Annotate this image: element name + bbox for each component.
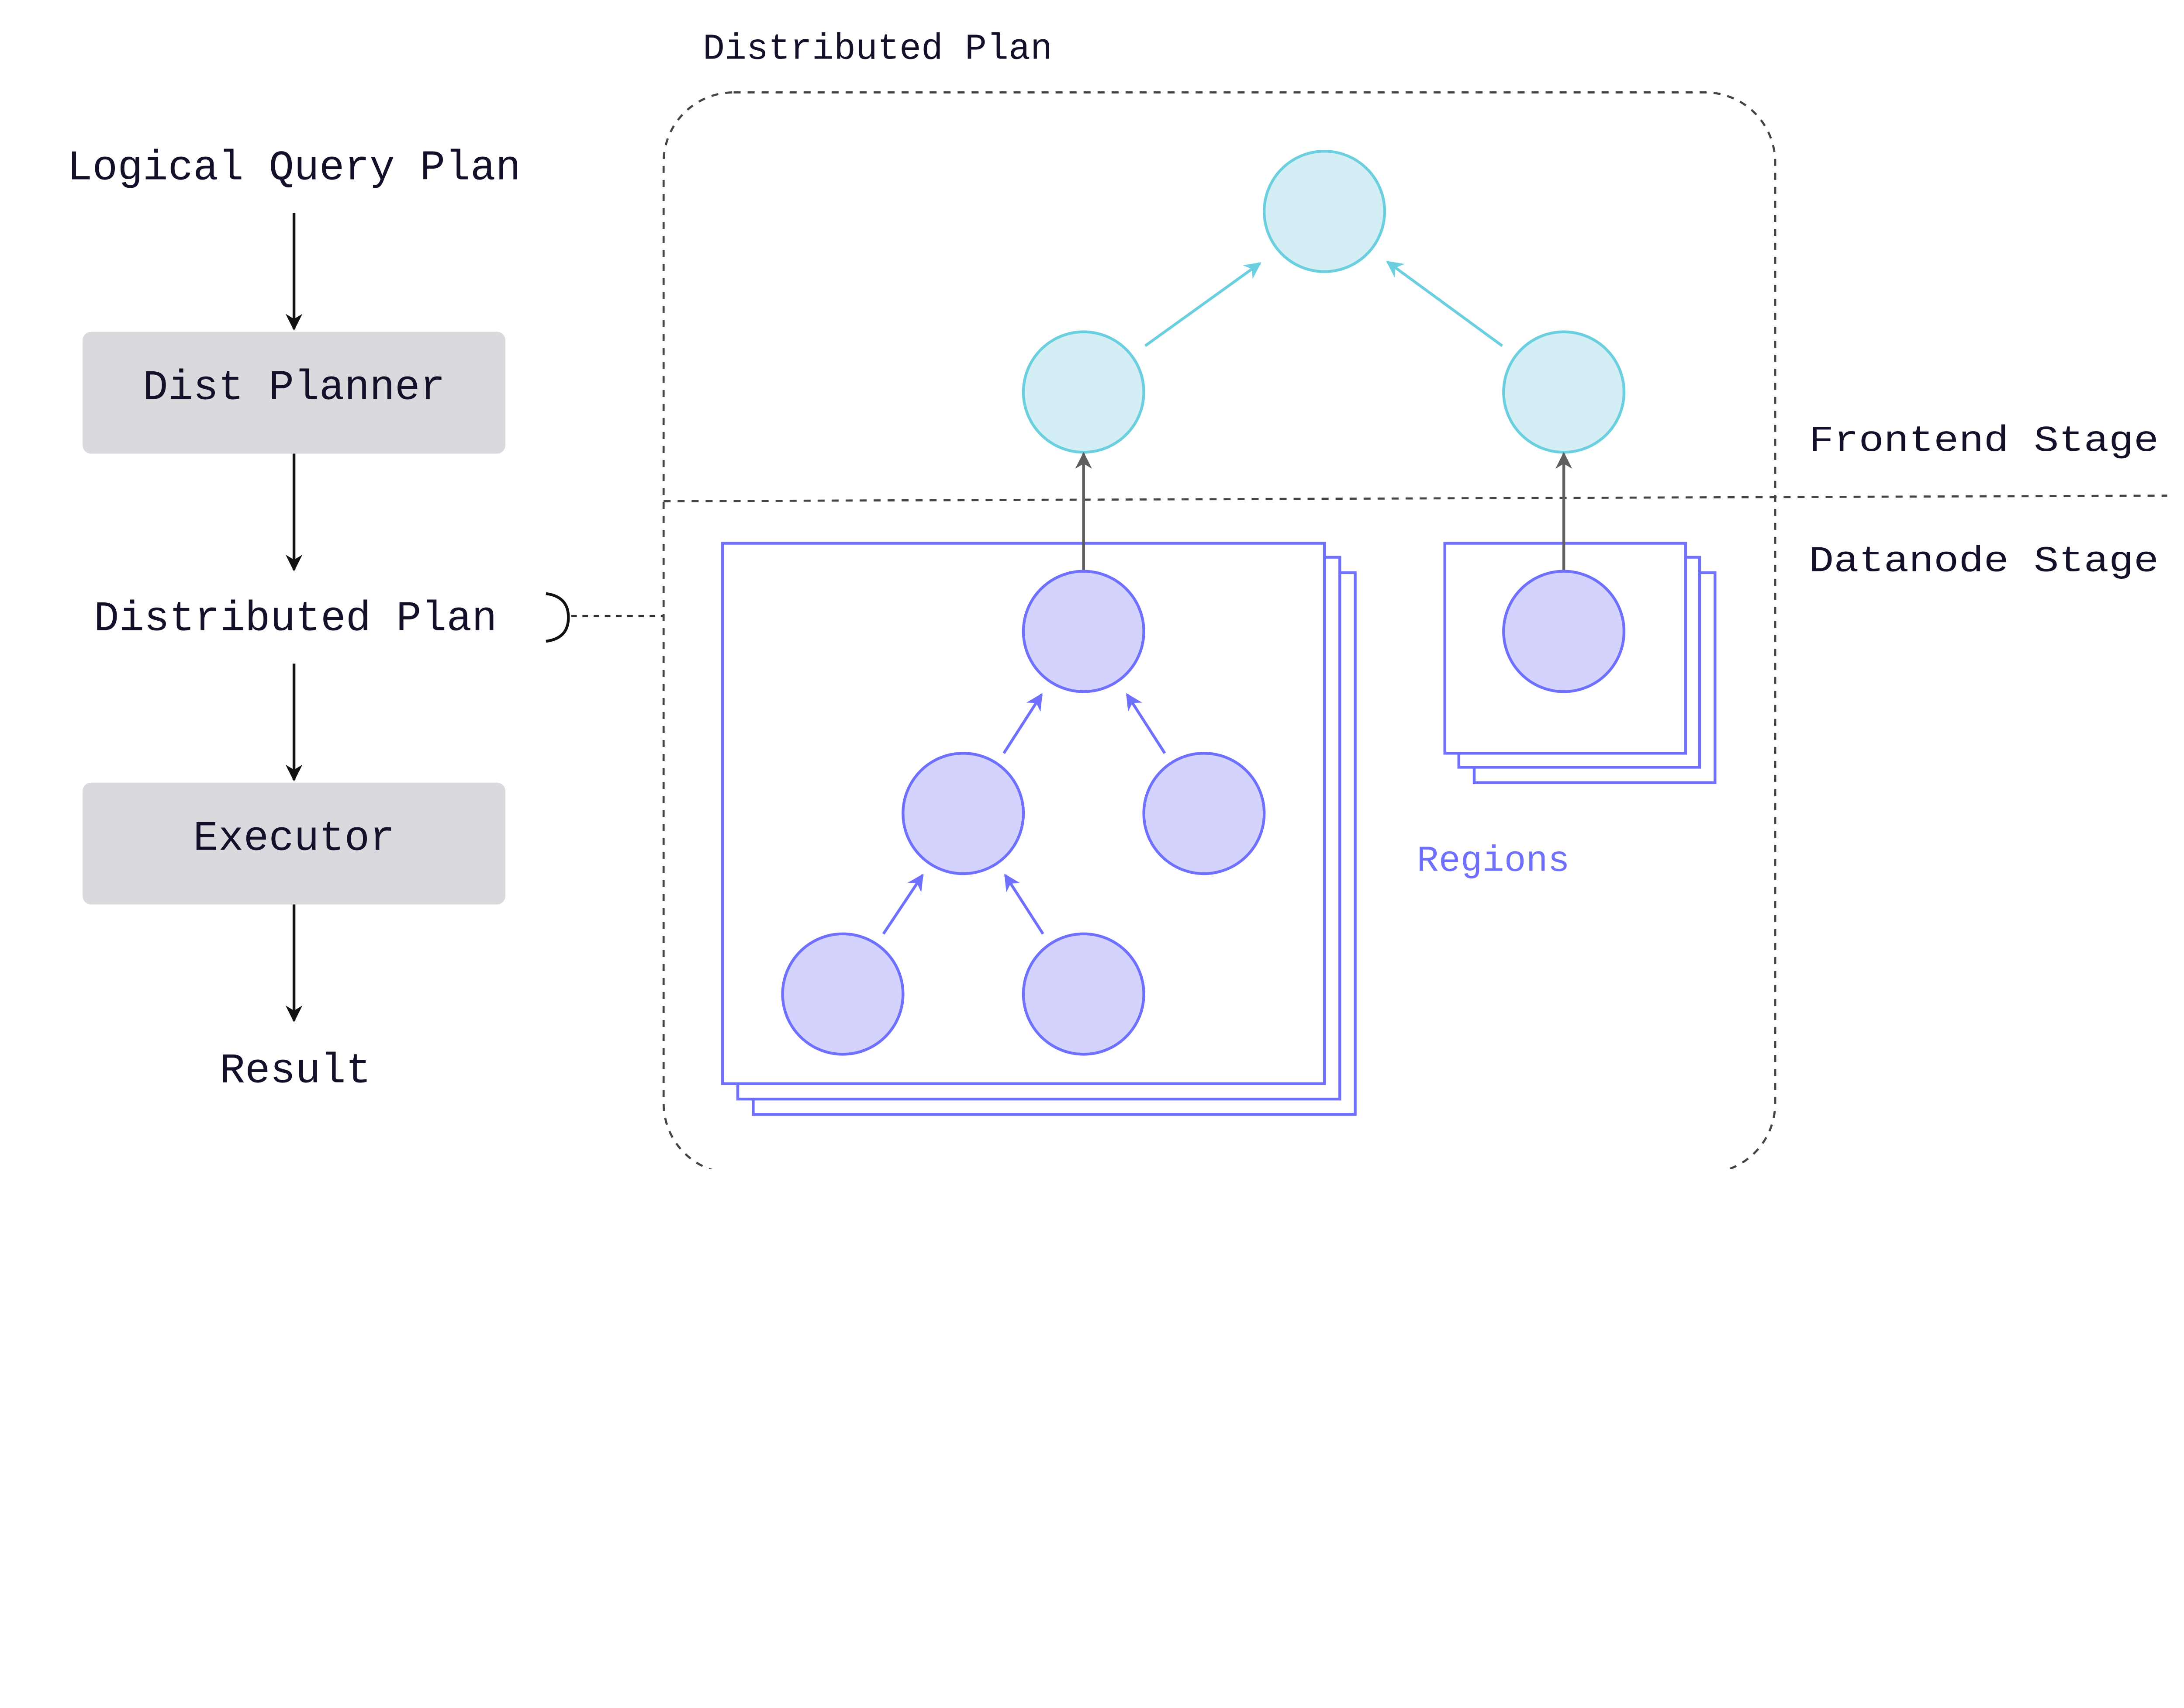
logical-query-plan-label: Logical Query Plan	[67, 144, 521, 192]
dist-planner-label: Dist Planner	[143, 364, 445, 411]
datanode-edge	[1002, 693, 1043, 754]
datanode-stage-label: Datanode Stage	[1809, 542, 2159, 583]
datanode-node	[781, 932, 905, 1056]
result-label: Result	[220, 1048, 371, 1095]
distributed-query-diagram: Logical Query Plan Dist Planner Distribu…	[67, 29, 2167, 1169]
frontend-tree	[1022, 149, 1626, 454]
frontend-stage-label: Frontend Stage	[1809, 421, 2159, 462]
frontend-edge	[1386, 260, 1503, 347]
frontend-edge	[1144, 262, 1261, 347]
datanode-edge	[882, 874, 924, 935]
executor-box	[83, 782, 506, 905]
executor-label: Executor	[193, 815, 395, 863]
datanode-tree	[781, 570, 1626, 1056]
distributed-plan-panel	[662, 91, 1776, 1169]
frontend-node	[1502, 330, 1626, 454]
panel-title: Distributed Plan	[703, 29, 1052, 70]
datanode-edge	[1004, 873, 1044, 935]
datanode-node	[1502, 570, 1626, 693]
datanode-node	[1022, 932, 1145, 1056]
datanode-node	[1142, 752, 1266, 875]
dist-planner-box	[83, 332, 506, 454]
bracket-icon	[546, 592, 570, 643]
datanode-edge	[1126, 693, 1166, 754]
distributed-plan-label: Distributed Plan	[94, 595, 497, 643]
stage-divider	[663, 494, 2167, 502]
datanode-node	[902, 752, 1025, 875]
regions-label: Regions	[1417, 841, 1570, 882]
frontend-node	[1022, 330, 1145, 454]
frontend-node	[1263, 149, 1386, 273]
datanode-node	[1022, 570, 1145, 693]
